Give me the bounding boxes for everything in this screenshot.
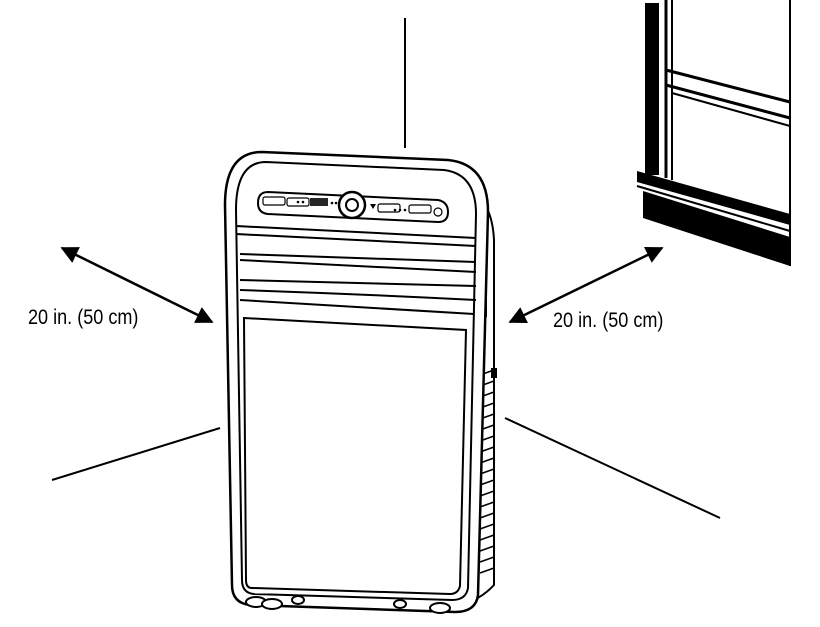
- air-conditioner-unit: [223, 150, 497, 614]
- floor-left-line: [51, 427, 221, 481]
- right-clearance-label: 20 in. (50 cm): [553, 309, 664, 332]
- clearance-arrows: [60, 246, 664, 324]
- left-clearance-label: 20 in. (50 cm): [28, 306, 139, 329]
- floor-right-line: [504, 417, 721, 519]
- air-louvers: [235, 225, 477, 315]
- caster-wheels: [245, 595, 451, 614]
- right-clearance-arrow: [508, 246, 664, 324]
- window-frame: [636, 0, 791, 266]
- left-clearance-arrow: [60, 246, 214, 324]
- unit-body-outline: [223, 150, 490, 614]
- room-corner-lines: [51, 18, 721, 519]
- front-panel: [242, 316, 468, 596]
- control-panel-buttons: [262, 196, 443, 217]
- display-dial: [337, 190, 367, 220]
